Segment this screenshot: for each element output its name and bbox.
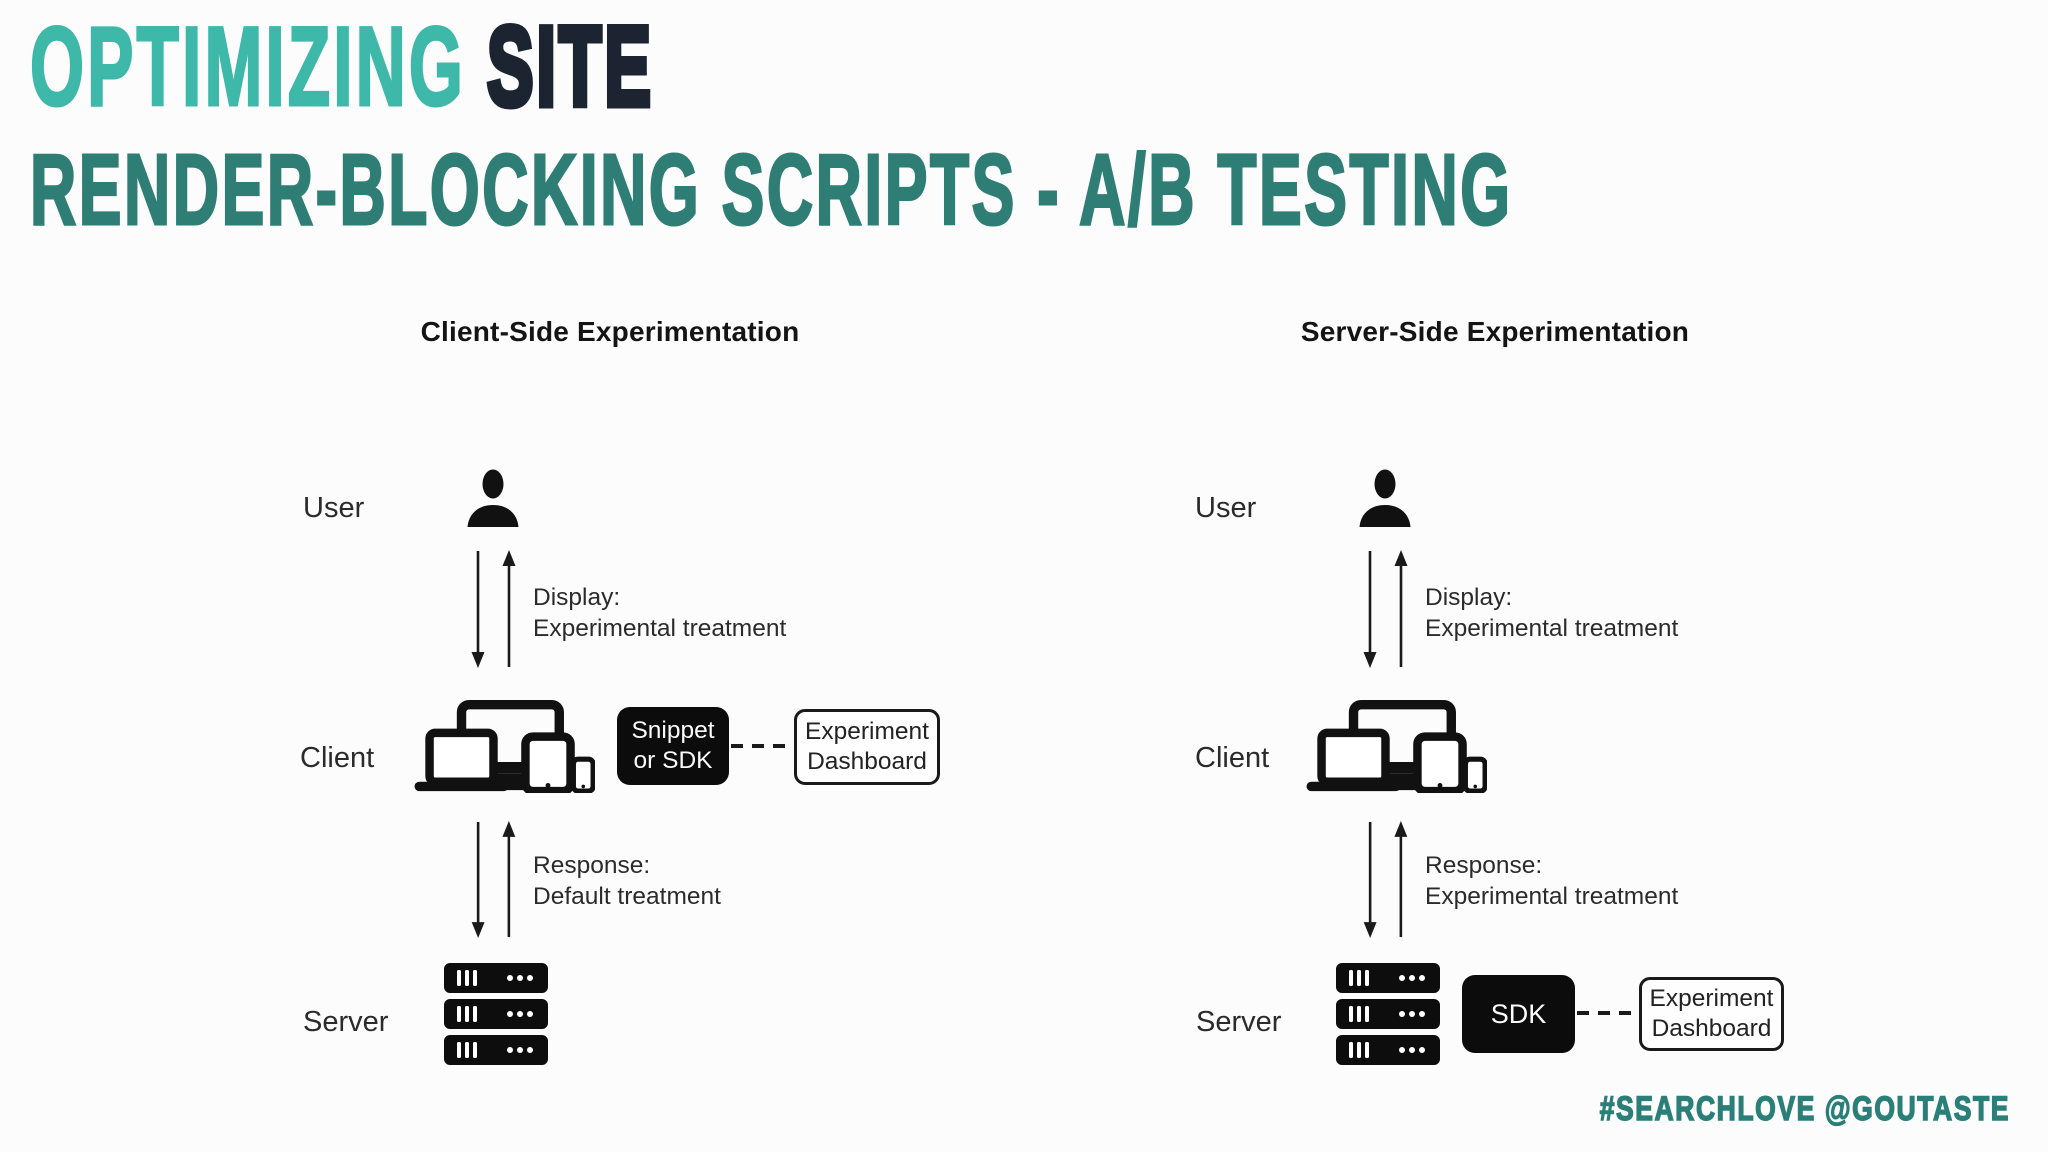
experiment-dashboard-box: Experiment Dashboard [1639,977,1784,1051]
snippet-or-sdk-box: Snippet or SDK [617,707,729,785]
client-side-display-note: Display: Experimental treatment [533,582,786,644]
server-side-response-note: Response: Experimental treatment [1425,850,1678,912]
client-side-heading: Client-Side Experimentation [420,316,800,347]
server-stack-icon [1336,963,1440,1065]
client-side-server-label: Server [303,1006,389,1038]
dashboard-line1: Experiment [805,718,929,745]
dashboard-line1: Experiment [1649,985,1774,1012]
snippet-dashboard-connector [731,744,793,748]
server-side-server-label: Server [1196,1006,1282,1038]
slide-title-dark: SITE [485,4,654,129]
sdk-box-label: SDK [1490,999,1547,1029]
server-side-heading: Server-Side Experimentation [1300,316,1690,347]
server-side-user-label: User [1195,492,1257,524]
experiment-dashboard-box: Experiment Dashboard [794,709,940,785]
dashboard-line2: Dashboard [807,748,927,775]
response-note-line1: Response: [1425,852,1543,879]
user-icon [1359,469,1411,527]
bidirectional-arrows-icon [470,549,517,669]
response-note-line1: Response: [533,852,651,879]
client-side-response-note: Response: Default treatment [533,850,721,912]
client-side-client-label: Client [300,742,375,774]
snippet-box-line2: or SDK [633,747,713,774]
devices-icon [1299,699,1487,793]
server-side-client-label: Client [1195,742,1270,774]
user-icon [467,469,519,527]
devices-icon [407,699,595,793]
display-note-line1: Display: [1425,584,1513,611]
sdk-dashboard-connector [1577,1011,1637,1015]
sdk-box: SDK [1462,975,1575,1053]
display-note-line2: Experimental treatment [1425,615,1679,642]
bidirectional-arrows-icon [470,820,517,939]
slide-subtitle: RENDER-BLOCKING SCRIPTS - A/B TESTING [29,134,1513,246]
footer-hashtag: #SEARCHLOVE @GOUTASTE [1599,1089,2010,1129]
client-side-user-label: User [303,492,365,524]
slide-title-accent: OPTIMIZING [29,4,467,129]
server-side-display-note: Display: Experimental treatment [1425,582,1678,644]
snippet-box-line1: Snippet [631,717,715,744]
display-note-line2: Experimental treatment [533,615,787,642]
bidirectional-arrows-icon [1362,549,1409,669]
response-note-line2: Experimental treatment [1425,883,1679,910]
display-note-line1: Display: [533,584,621,611]
server-stack-icon [444,963,548,1065]
response-note-line2: Default treatment [533,883,721,910]
bidirectional-arrows-icon [1362,820,1409,939]
dashboard-line2: Dashboard [1651,1015,1772,1042]
